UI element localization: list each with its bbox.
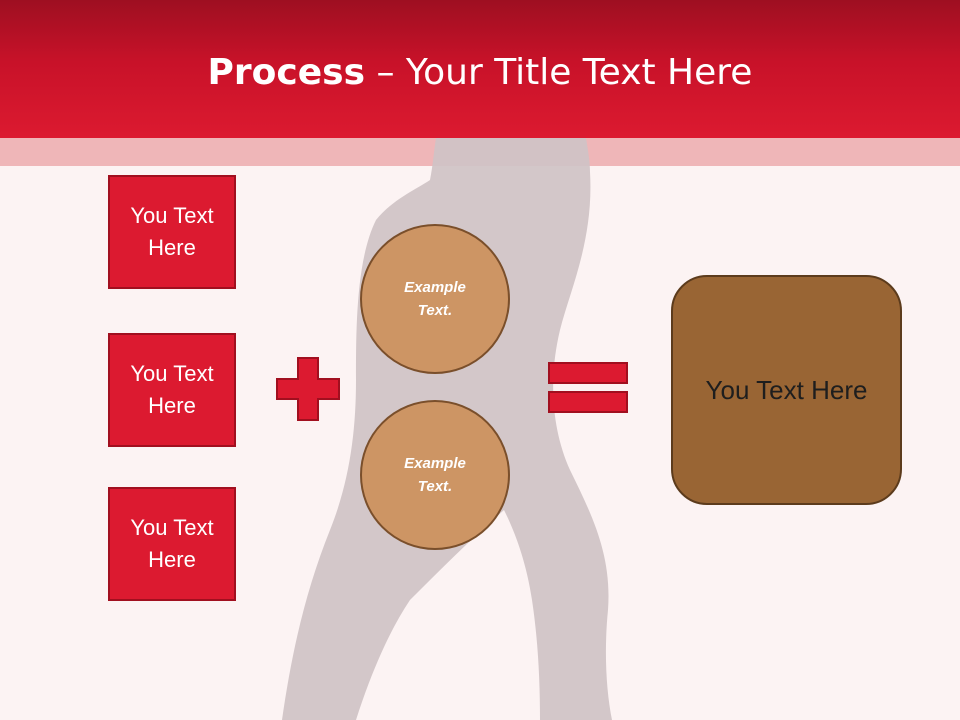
slide-title: Process – Your Title Text Here (0, 52, 960, 93)
circle-label: Example Text. (404, 455, 466, 495)
title-bar (0, 0, 960, 138)
example-circle-1: Example Text. (360, 224, 510, 374)
input-box-3: You Text Here (108, 487, 236, 601)
input-box-2: You Text Here (108, 333, 236, 447)
plus-icon (276, 357, 340, 421)
result-box: You Text Here (671, 275, 902, 505)
input-box-label: You Text Here (130, 515, 214, 572)
title-bold: Process (207, 52, 366, 93)
equals-icon (548, 362, 628, 413)
circle-label: Example Text. (404, 279, 466, 319)
input-box-1: You Text Here (108, 175, 236, 289)
input-box-label: You Text Here (130, 361, 214, 418)
title-rest: – Your Title Text Here (365, 52, 753, 93)
input-box-label: You Text Here (130, 203, 214, 260)
result-label: You Text Here (705, 374, 868, 405)
example-circle-2: Example Text. (360, 400, 510, 550)
